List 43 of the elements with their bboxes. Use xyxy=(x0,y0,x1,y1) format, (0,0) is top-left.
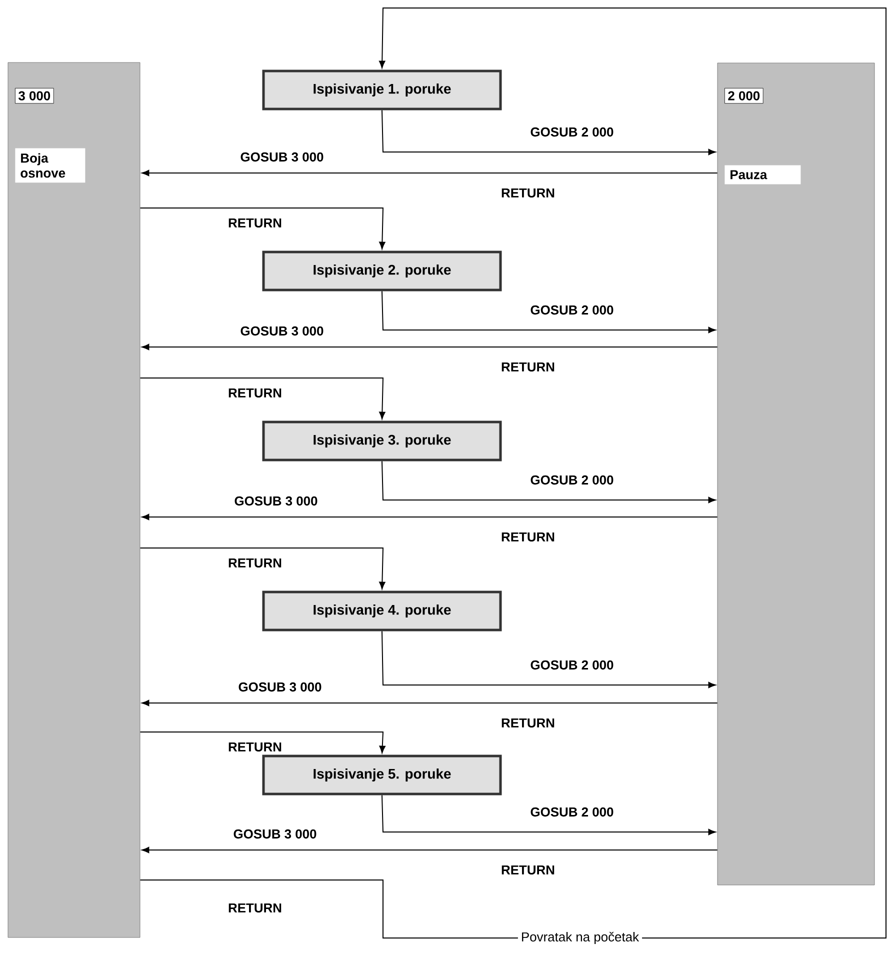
line-label: GOSUB 3 000 xyxy=(239,151,325,163)
line-label: GOSUB 3 000 xyxy=(237,681,323,693)
arrow xyxy=(140,548,386,590)
edge-label: GOSUB 2 000 xyxy=(529,659,615,671)
process-box: Ispisivanje 2. poruke xyxy=(262,250,502,292)
line-label: GOSUB 3 000 xyxy=(233,495,319,507)
edge-label: RETURN xyxy=(500,531,556,542)
arrow xyxy=(142,700,718,706)
arrow xyxy=(142,170,718,176)
line-label: GOSUB 3 000 xyxy=(239,325,325,337)
edge-label: RETURN xyxy=(227,902,283,914)
arrow xyxy=(382,110,716,156)
arrow xyxy=(142,514,718,520)
process-box: Ispisivanje 3. poruke xyxy=(262,420,502,462)
arrow xyxy=(140,8,886,938)
arrow xyxy=(382,630,716,688)
edge-label: RETURN xyxy=(500,717,556,728)
edge-label: RETURN xyxy=(227,387,283,399)
edge-label: GOSUB 2 000 xyxy=(529,474,615,486)
shaded-band: 2 000 Pauza xyxy=(717,62,875,886)
edge-label: RETURN xyxy=(500,187,556,199)
process-box: Ispisivanje 1. poruke xyxy=(262,70,502,110)
edge-label: RETURN xyxy=(227,217,283,229)
shaded-band: 3 000 Boja osnove xyxy=(8,62,140,938)
process-box: Ispisivanje 4. poruke xyxy=(262,590,502,632)
arrow xyxy=(382,794,716,836)
process-box: Ispisivanje 5. poruke xyxy=(262,754,502,796)
arrow xyxy=(382,290,716,334)
arrow xyxy=(142,344,718,350)
arrow xyxy=(140,208,386,250)
arrow xyxy=(142,846,718,854)
edge-label: GOSUB 2 000 xyxy=(529,126,615,138)
edge-label: GOSUB 2 000 xyxy=(529,304,615,316)
arrow xyxy=(382,460,716,504)
edge-label: RETURN xyxy=(227,557,283,568)
arrow xyxy=(140,378,386,420)
edge-label: RETURN xyxy=(227,741,283,752)
line-label: GOSUB 3 000 xyxy=(232,828,318,840)
edge-label: GOSUB 2 000 xyxy=(529,806,615,818)
line-label: Povratak na početak xyxy=(518,928,642,948)
arrow xyxy=(140,732,386,754)
edge-label: RETURN xyxy=(500,361,556,373)
edge-label: RETURN xyxy=(500,864,556,876)
